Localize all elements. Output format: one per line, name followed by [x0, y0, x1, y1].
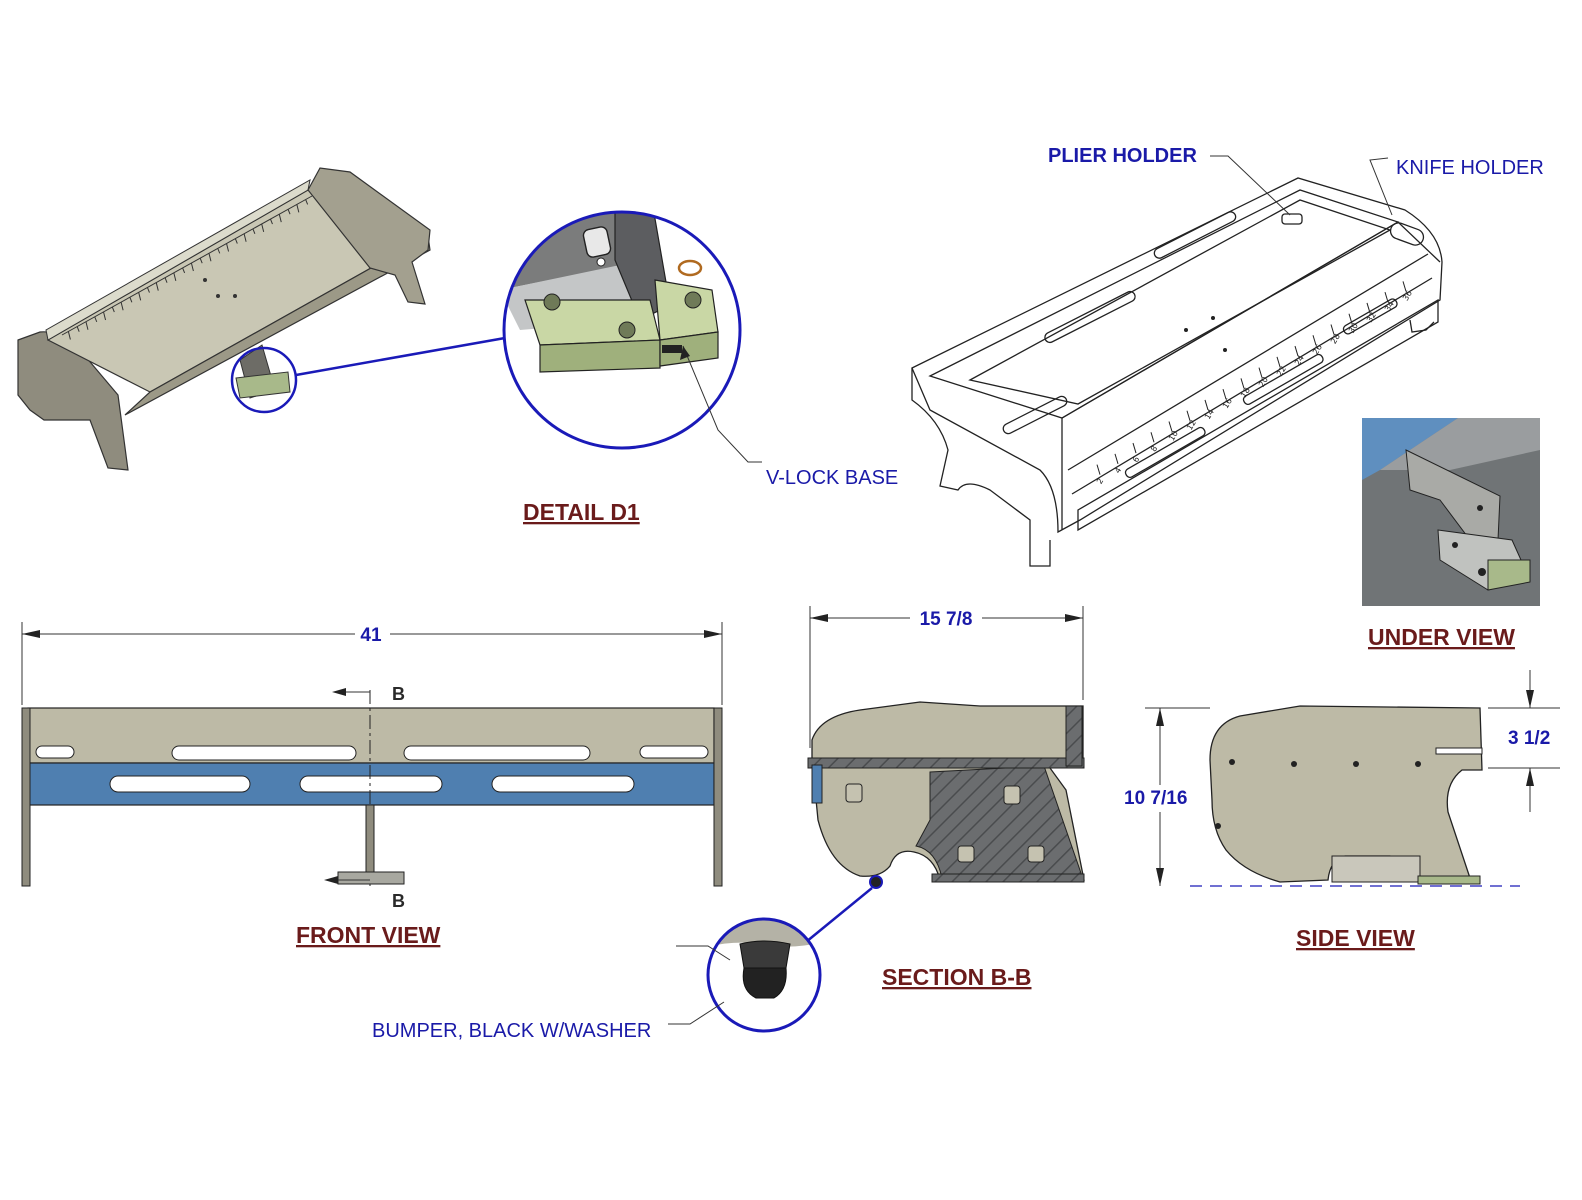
ruler-tick [1402, 281, 1407, 292]
iso-ruler-tick [208, 253, 212, 262]
iso-ruler-tick [217, 248, 221, 254]
detail-connector [295, 336, 506, 377]
iso-tray-shaded [17, 167, 431, 471]
ruler-tick-label: 18 [1239, 386, 1252, 399]
iso-ruler-tick [103, 311, 107, 321]
ruler-tick-label: 20 [1257, 375, 1270, 388]
ruler-tick-label: 4 [1113, 466, 1123, 475]
ruler-tick [1348, 313, 1353, 324]
ruler-tick-label: 34 [1383, 300, 1396, 313]
ruler-tick [1384, 292, 1389, 303]
iso-ruler-tick [155, 282, 159, 291]
iso-ruler-tick [252, 228, 256, 234]
iso-ruler-tick [270, 218, 273, 225]
ruler-tick-label: 30 [1347, 321, 1360, 334]
ruler-tick-label: 16 [1221, 397, 1234, 410]
iso-ruler-tick [67, 331, 71, 340]
iso-ruler-tick [296, 204, 300, 213]
plier-holder-callout: PLIER HOLDER [1048, 145, 1197, 167]
iso-ruler-tick [305, 199, 309, 205]
iso-ruler-tick [261, 223, 265, 233]
detail-d1-view [502, 210, 762, 463]
iso-ruler-tick [243, 233, 247, 242]
ruler-tick [1204, 399, 1209, 411]
iso-ruler-tick [182, 267, 186, 274]
detail-marker-small [230, 346, 298, 414]
ruler-tick [1294, 345, 1299, 357]
ruler-tick-label: 10 [1167, 429, 1180, 442]
iso-ruler-tick [138, 292, 142, 301]
ruler-tick [1258, 367, 1263, 378]
side-view-title: SIDE VIEW [1296, 925, 1415, 951]
ruler-tick-label: 36 [1401, 289, 1414, 302]
iso-ruler-tick [287, 209, 291, 215]
ruler-tick [1330, 324, 1335, 335]
bumper-detail-view [668, 917, 822, 1033]
ruler-tick-label: 8 [1149, 444, 1159, 453]
iso-ruler-tick [120, 302, 124, 311]
iso-ruler-tick [278, 214, 282, 223]
knife-holder-callout: KNIFE HOLDER [1396, 157, 1544, 179]
ruler-tick [1276, 356, 1281, 367]
ruler-tick [1132, 442, 1137, 454]
rail-height-dimension: 3 1/2 [1508, 728, 1550, 749]
ruler-tick [1312, 335, 1317, 346]
iso-ruler-tick [147, 287, 150, 293]
ruler-tick-label: 24 [1293, 354, 1306, 367]
detail-d1-title: DETAIL D1 [523, 499, 640, 525]
front-view-title: FRONT VIEW [296, 922, 441, 948]
ruler-tick-label: 6 [1131, 455, 1141, 464]
ruler-tick-label: 22 [1275, 364, 1288, 377]
section-mark-bottom: B [392, 891, 405, 911]
section-b-b-view [807, 606, 1085, 889]
iso-ruler-tick [190, 262, 194, 272]
ruler-tick [1240, 378, 1245, 389]
ruler-tick [1366, 302, 1371, 314]
iso-ruler-tick [234, 238, 238, 244]
under-view-title: UNDER VIEW [1368, 624, 1515, 650]
section-b-b-title: SECTION B-B [882, 964, 1032, 990]
side-view [1145, 670, 1560, 887]
ruler-tick-label: 12 [1185, 418, 1198, 431]
front-view [21, 622, 723, 890]
iso-ruler-tick [173, 272, 177, 281]
ruler-tick [1096, 464, 1101, 475]
height-dimension: 10 7/16 [1124, 788, 1187, 809]
ruler-tick-label: 26 [1311, 343, 1324, 356]
ruler-tick [1114, 453, 1119, 464]
iso-ruler-tick [226, 243, 230, 252]
ruler-tick [1168, 421, 1173, 432]
ruler-tick [1150, 432, 1155, 443]
bumper-connector [805, 887, 873, 943]
iso-ruler-tick [199, 257, 203, 264]
iso-ruler-tick [76, 326, 80, 332]
iso-ruler-tick [164, 277, 168, 283]
bumper-callout: BUMPER, BLACK W/WASHER [372, 1020, 651, 1042]
depth-dimension: 15 7/8 [920, 609, 973, 630]
ruler-tick-label: 2 [1095, 477, 1105, 486]
v-lock-base-callout: V-LOCK BASE [766, 467, 898, 489]
iso-ruler-tick [85, 321, 89, 330]
iso-tray-line [911, 177, 1443, 567]
under-view [1362, 418, 1540, 606]
ruler-tick [1186, 410, 1191, 421]
iso-ruler-tick [111, 306, 115, 313]
section-mark-top: B [392, 684, 405, 704]
width-dimension: 41 [360, 625, 382, 646]
iso-ruler-tick [129, 297, 133, 303]
ruler-tick-label: 32 [1365, 311, 1378, 324]
iso-ruler-tick [94, 316, 98, 323]
ruler-tick [1222, 389, 1227, 400]
ruler-tick-label: 14 [1203, 408, 1216, 421]
ruler-tick-label: 28 [1329, 332, 1342, 345]
